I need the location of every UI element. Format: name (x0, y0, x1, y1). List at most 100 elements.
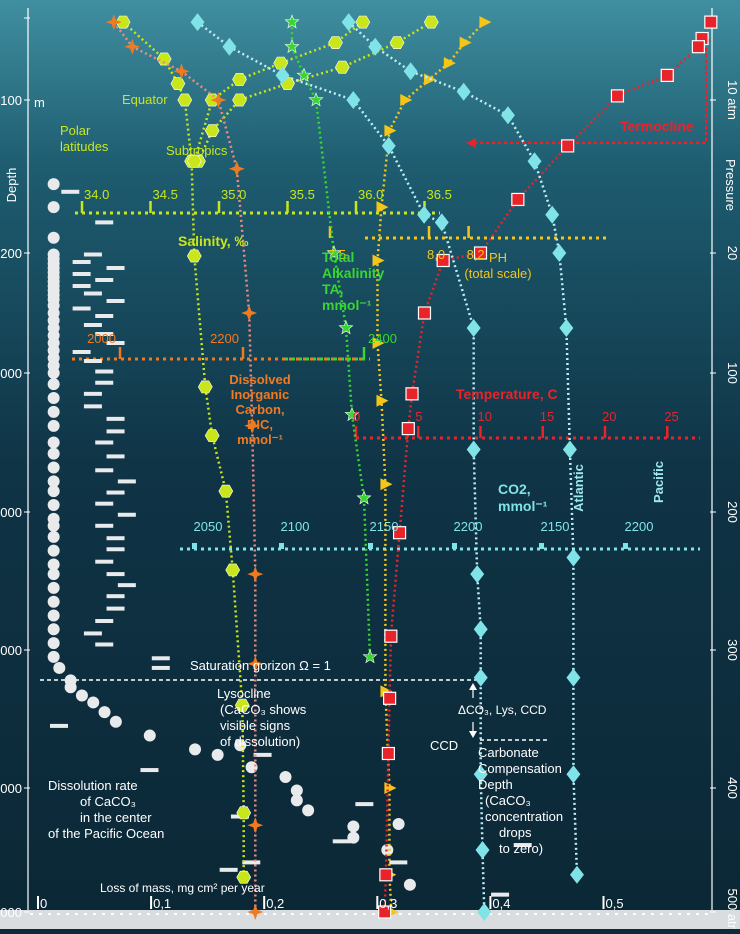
dissolution-point (47, 530, 60, 543)
dic-marker (247, 904, 264, 920)
total-alkalinity-marker (338, 320, 354, 335)
dissolution-axis-title: Loss of mass, mg cm² per year (100, 881, 265, 895)
ccd-desc-line: to zero) (499, 841, 543, 856)
temperature-marker (660, 68, 674, 83)
ccd-desc-line: drops (499, 825, 532, 840)
dic-marker (228, 160, 245, 177)
dissolution-bar (50, 723, 68, 728)
dissolution-bar (389, 860, 408, 865)
co2-tick (368, 543, 373, 549)
dissolution-point (347, 820, 360, 833)
temperature-marker (378, 905, 392, 919)
atlantic-marker (434, 213, 449, 232)
dissolution-bar (72, 272, 91, 276)
dic-marker (244, 417, 261, 434)
subtropics-marker (204, 124, 220, 137)
dic-scale-title-line: Dissolved (229, 372, 290, 387)
pacific-marker (368, 37, 383, 56)
dissolution-bar (332, 839, 351, 844)
co2-tick (192, 543, 197, 549)
dissolution-tick-label: 0,4 (492, 896, 510, 911)
dissolution-tick-label: 0,5 (606, 896, 624, 911)
temperature-marker (704, 15, 718, 29)
dic-scale-title-line: mmol⁻¹ (237, 432, 283, 447)
dissolution-bar (117, 479, 136, 484)
temperature-marker (417, 306, 432, 320)
ph-marker (400, 94, 413, 106)
temperature-tick-label: 15 (540, 409, 554, 424)
dissolution-bar (106, 536, 125, 541)
alkalinity-scale-title-line: TA, (322, 281, 344, 297)
dic-scale-title-line: DIC, (247, 417, 273, 432)
total-alkalinity-marker (284, 14, 300, 29)
dissolution-point (47, 544, 60, 557)
pacific-marker (552, 244, 567, 262)
temperature-scale-title: Temperature, C (456, 386, 558, 402)
temperature-tick-label: 25 (664, 409, 678, 424)
dic-marker (247, 566, 264, 583)
pacific-marker (566, 668, 581, 687)
ph-marker (376, 201, 389, 214)
atlantic-marker (475, 841, 490, 859)
termocline-bracket (468, 40, 707, 144)
temperature-marker (384, 629, 398, 643)
dissolution-point (290, 794, 303, 807)
ccd-desc-line: (CaCO₃ (485, 793, 531, 808)
dissolution-bar (219, 867, 238, 872)
depth-axis-title: Depth (4, 168, 19, 203)
dissolution-point (392, 817, 405, 830)
atlantic-marker (466, 319, 481, 337)
pacific-marker (569, 865, 584, 884)
dissolution-point (47, 558, 60, 571)
dissolution-point (109, 715, 122, 728)
co2-tick-label: 2150 (541, 519, 570, 534)
atlantic-marker (473, 668, 488, 687)
polar-latitudes-marker (234, 698, 250, 712)
atlantic-marker (417, 205, 432, 224)
dissolution-point (47, 447, 60, 460)
dissolution-bar (106, 341, 125, 345)
ph-tick-label: 7,5 (328, 247, 346, 262)
total-alkalinity-marker (296, 67, 312, 82)
dissolution-bar (83, 404, 102, 409)
salinity-tick-label: 35.5 (290, 187, 315, 202)
temperature-marker (401, 422, 415, 436)
depth-tick-label: 200 (0, 246, 22, 261)
equator-marker (355, 15, 371, 29)
dissolution-point (47, 475, 60, 488)
dissolution-bar (151, 656, 170, 661)
dissolution-bar (491, 892, 510, 897)
dissolution-bar (95, 369, 114, 374)
co2-tick-label: 2050 (194, 519, 223, 534)
subtropics-marker (389, 36, 405, 50)
co2-tick (279, 543, 284, 549)
dissolution-bar (95, 501, 114, 506)
dissolution-point (47, 650, 60, 663)
termocline-arrowhead (466, 138, 476, 148)
depth-tick-label: 1000 (0, 366, 22, 381)
ccd-desc-line: Compensation (478, 761, 562, 776)
subtropics-marker (334, 60, 350, 74)
salinity-tick-label: 34.5 (153, 187, 178, 202)
dissolution-bar (106, 266, 125, 270)
lysocline-label-line: Lysocline (217, 686, 271, 701)
dissolution-point (279, 770, 292, 783)
dissolution-bar (95, 468, 114, 473)
dissolution-bar (83, 252, 102, 257)
depth-tick-label: 100 (0, 93, 22, 108)
subtropics-marker (232, 93, 247, 107)
dic-tick-label: 2200 (210, 331, 239, 346)
dissolution-bar (117, 512, 136, 517)
dissolution-bar (106, 606, 125, 611)
pacific-marker (559, 319, 574, 337)
alkalinity-scale-title-line: Alkalinity (322, 265, 384, 281)
polar-latitudes-marker (186, 249, 202, 263)
pacific-marker (566, 548, 581, 567)
dissolution-bar (151, 665, 170, 670)
dissolution-note-line: Dissolution rate (48, 778, 138, 793)
dissolution-bar (72, 350, 91, 354)
dissolution-bar (95, 380, 114, 385)
co2-tick (452, 543, 457, 549)
